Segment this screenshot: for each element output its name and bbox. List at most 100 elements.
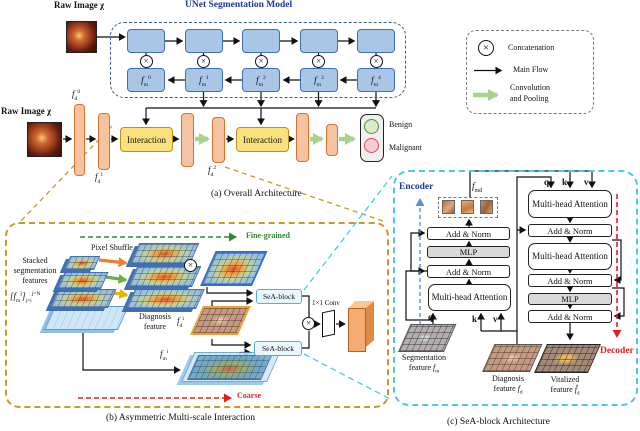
- raw-image-label-top: Raw Image χ: [54, 0, 105, 10]
- decoder-add-norm-2: Add & Norm: [528, 274, 612, 287]
- fundus-image-top: [66, 21, 97, 53]
- unet-encoder-block-4: [357, 29, 395, 53]
- fmd-token-box: [438, 197, 498, 218]
- decoder-multihead-attention-2: Multi-head Attention: [528, 243, 612, 270]
- legend-convolution-label-2: and Pooling: [510, 94, 549, 103]
- fdhat-math: f̂d: [574, 385, 580, 397]
- encoder-mlp: MLP: [427, 246, 510, 258]
- unet-encoder-block-0: [127, 29, 165, 53]
- concat-legend-icon: ×: [478, 40, 494, 56]
- concat-icon: ×: [197, 54, 210, 68]
- times-glyph: ×: [200, 55, 207, 66]
- unet-encoder-block-1: [185, 29, 223, 53]
- concat-icon: ×: [312, 54, 325, 68]
- fundus-image-left: [27, 122, 62, 157]
- stacked-label-3: features: [22, 276, 48, 285]
- fd0-feature-bar: [74, 104, 85, 176]
- decoder-mlp: MLP: [528, 293, 612, 305]
- diagnosis-label-1: Diagnosis: [139, 312, 171, 321]
- feature-map-stack-3: [50, 289, 117, 308]
- fd0-label: fd0: [72, 89, 81, 102]
- encoder-v-label: v: [493, 314, 498, 324]
- concat-icon: ×: [254, 54, 268, 68]
- times-glyph: ×: [258, 55, 264, 66]
- concat-icon: ×: [139, 54, 153, 68]
- concat-icon: ×: [302, 317, 315, 330]
- unet-fm1-block: fm1: [185, 68, 223, 92]
- segmentation-label-2: feature fm: [408, 363, 440, 375]
- fm0-label: fm0: [141, 75, 151, 88]
- diagnosis-label-c-2: feature fd: [493, 384, 523, 396]
- unet-encoder-block-2: [242, 29, 280, 53]
- malignant-indicator: [364, 138, 379, 153]
- legend-main-flow-label: Main Flow: [513, 65, 549, 74]
- fine-grained-label: Fine-grained: [246, 231, 290, 240]
- times-glyph: ×: [482, 41, 490, 54]
- legend-concatenation-label: Concatenation: [508, 43, 555, 52]
- coarse-label: Coarse: [237, 391, 261, 400]
- feature-bar-6: [326, 124, 338, 156]
- fmi-feature-map: [187, 355, 273, 380]
- caption-b: (b) Asymmetric Multi-scale Interaction: [106, 413, 256, 423]
- concat-icon: ×: [184, 259, 197, 272]
- decoder-q-label: q: [544, 177, 550, 187]
- fm1-label: fm1: [199, 75, 209, 88]
- feature-bar-5: [296, 113, 309, 162]
- decoder-add-norm-1: Add & Norm: [528, 224, 612, 237]
- feature-bar-3: [181, 113, 194, 167]
- fd-math: fd: [517, 384, 523, 396]
- fd2-label: fd2: [208, 165, 217, 178]
- stacked-label-2: segmentation: [13, 266, 57, 275]
- conv1x1-block: [322, 309, 335, 338]
- fmi-label: fmi: [160, 349, 169, 362]
- interaction-block-2: Interaction: [236, 127, 289, 152]
- encoder-q-label: q: [428, 312, 434, 322]
- times-glyph: ×: [187, 260, 194, 270]
- fm4-label: fm4: [371, 75, 381, 88]
- pixel-shuffle-label: Pixel Shuffle: [91, 243, 133, 252]
- decoder-label: Decoder: [600, 346, 634, 356]
- decoder-k-label: k: [562, 177, 568, 187]
- encoder-add-norm-1: Add & Norm: [427, 227, 510, 240]
- conv1x1-label: 1×1 Conv: [312, 299, 340, 307]
- fmd-label: fmd: [472, 182, 483, 194]
- legend-box: [466, 30, 594, 114]
- unet-encoder-block-3: [300, 29, 338, 53]
- benign-indicator: [364, 119, 379, 134]
- segmentation-label-1: Segmentation: [402, 353, 446, 362]
- fm-math: fm: [433, 363, 440, 375]
- sea-block-1: SeA-block: [256, 289, 302, 304]
- times-glyph: ×: [143, 55, 149, 66]
- fd2-feature-bar: [212, 117, 225, 163]
- panel-b-frame: [5, 222, 389, 408]
- benign-label: Benign: [389, 120, 413, 129]
- feature-map-stack-1: [64, 256, 101, 270]
- feature-map-stack-base: [44, 306, 129, 330]
- fm2-label: fm2: [256, 75, 266, 88]
- fd1-label: fd1: [95, 172, 104, 185]
- output-slab-top: [348, 301, 373, 309]
- fmd-token-3: [480, 200, 493, 214]
- legend-convolution-label-1: Convolution: [510, 83, 551, 92]
- unet-fm4-block: fm4: [357, 68, 395, 92]
- fmd-token-2: [461, 200, 474, 214]
- encoder-label: Encoder: [399, 182, 434, 192]
- caption-a: (a) Overall Architecture: [211, 189, 302, 199]
- vitalized-label-2: feature f̂d: [550, 385, 580, 397]
- interaction-block-1: Interaction: [120, 127, 173, 152]
- unet-dashed-frame: [110, 22, 406, 98]
- stacked-math-label: [fmj]j=ij=N: [10, 291, 41, 304]
- sea-block-2: SeA-block: [254, 341, 302, 356]
- stacked-label-1: Stacked: [22, 256, 48, 265]
- decoder-v-label: v: [584, 177, 589, 187]
- encoder-add-norm-2: Add & Norm: [427, 265, 510, 278]
- fm3-label: fm3: [314, 75, 324, 88]
- raw-image-label-left: Raw Image χ: [1, 106, 52, 116]
- diagnosis-label-c-1: Diagnosis: [492, 374, 524, 383]
- decoder-add-norm-3: Add & Norm: [528, 310, 612, 323]
- encoder-k-label: k: [472, 314, 478, 324]
- decoder-multihead-attention-1: Multi-head Attention: [528, 190, 612, 218]
- concat-icon: ×: [369, 54, 383, 68]
- times-glyph: ×: [373, 55, 379, 66]
